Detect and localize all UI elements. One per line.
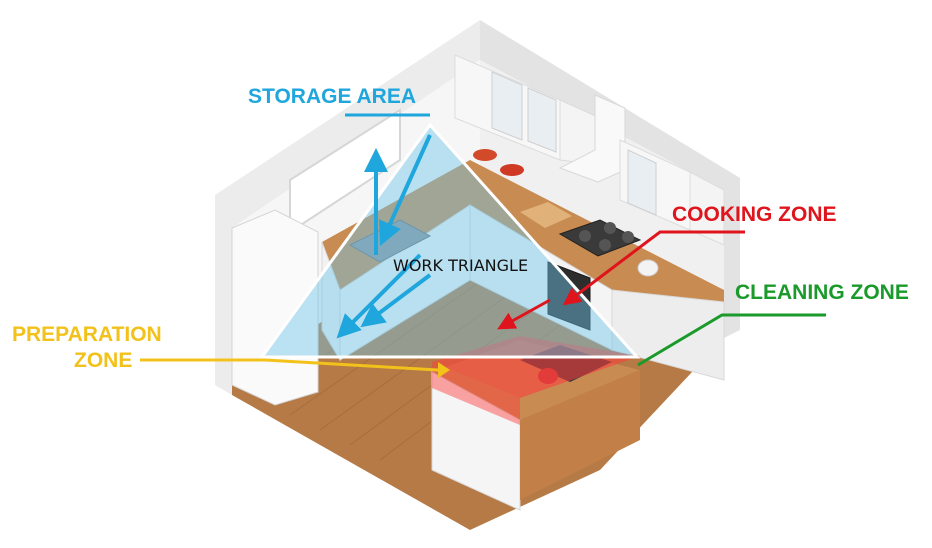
fruit-bowl bbox=[500, 164, 524, 176]
kettle bbox=[637, 259, 659, 277]
burner bbox=[622, 231, 634, 243]
left-wall bbox=[215, 20, 480, 395]
cooktop bbox=[558, 219, 642, 257]
preparation-arrowhead bbox=[438, 362, 450, 378]
island-front bbox=[431, 371, 521, 511]
burner bbox=[604, 222, 616, 234]
preparation-zone-label-line2: ZONE bbox=[74, 349, 132, 372]
cooking-arrows bbox=[497, 230, 745, 330]
cooking-zone-pointer bbox=[562, 230, 745, 306]
cooking-arrow-inner bbox=[497, 298, 551, 330]
cleaning-zone-label: CLEANING ZONE bbox=[735, 281, 909, 304]
preparation-zone-label-line1: PREPARATION bbox=[12, 323, 162, 346]
window bbox=[289, 108, 401, 234]
storage-area-label: STORAGE AREA bbox=[248, 85, 416, 108]
range-hood bbox=[558, 94, 626, 183]
fruit-bowl bbox=[473, 149, 497, 161]
burner bbox=[599, 239, 611, 251]
storage-arrow-down bbox=[336, 253, 422, 339]
burner bbox=[579, 230, 591, 242]
red-highlight-area bbox=[432, 336, 640, 425]
work-triangle-label: WORK TRIANGLE bbox=[393, 256, 528, 275]
preparation-zone-pointer bbox=[140, 358, 439, 372]
storage-arrow-low bbox=[360, 273, 432, 328]
island-side bbox=[520, 370, 640, 500]
work-triangle bbox=[259, 122, 641, 359]
cutting-board bbox=[520, 202, 572, 228]
upper-cabinets bbox=[454, 54, 725, 246]
glass-cabinet-left bbox=[491, 71, 523, 141]
cleaning-zone-pointer bbox=[637, 313, 826, 367]
right-wall bbox=[480, 20, 740, 338]
glass-cabinet-right bbox=[627, 149, 657, 216]
storage-arrows bbox=[336, 134, 432, 339]
storage-arrow-diagonal bbox=[378, 134, 432, 246]
cooking-zone-label: COOKING ZONE bbox=[672, 203, 837, 226]
glass-cabinet-middle bbox=[527, 87, 557, 153]
